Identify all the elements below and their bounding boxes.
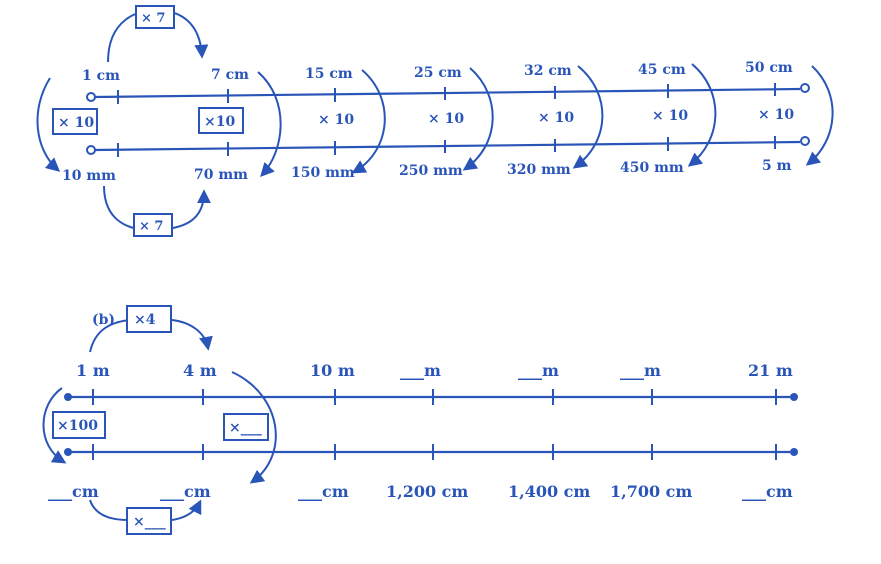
part-b-top-start-dot — [64, 393, 72, 401]
part-b-top-label: ___m — [518, 361, 559, 380]
part-b-bottom-label: ___cm — [48, 482, 99, 501]
part-a-multiplier-box: ×10 — [198, 107, 244, 134]
part-a-bottom-label: 5 m — [762, 158, 792, 174]
part-a-bottom-multiplier-label: × 7 — [139, 219, 163, 234]
part-b-bottom-label: ___cm — [742, 482, 793, 501]
part-a-multiplier-label: ×10 — [204, 114, 235, 130]
part-a: 1 cm 7 cm 15 cm 25 cm 32 cm 45 cm 50 cm … — [36, 5, 834, 237]
part-a-multiplier-label: × 10 — [318, 112, 354, 128]
part-b-bottom-label: ___cm — [160, 482, 211, 501]
part-b-top-multiplier-box: ×4 — [126, 305, 172, 333]
part-a-top-start-dot — [86, 92, 96, 102]
part-b-bottom-end-dot — [790, 448, 798, 456]
part-a-conversion-arc — [572, 65, 604, 169]
part-a-bottom-start-dot — [86, 145, 96, 155]
part-b-bottom-label: 1,400 cm — [508, 482, 590, 501]
part-a-conversion-arc — [805, 65, 834, 166]
part-b-second-multiplier-box: ×___ — [223, 413, 269, 441]
part-a-top-label: 50 cm — [745, 60, 793, 76]
part-b-label: (b) — [92, 312, 115, 328]
part-b: (b) 1 m 4 m 10 m ___m __ — [42, 305, 798, 535]
part-a-bottom-label: 450 mm — [620, 160, 684, 176]
part-a-multiplier-label: × 10 — [652, 108, 688, 124]
part-a-ticks — [117, 83, 776, 157]
part-b-top-arc — [89, 319, 208, 352]
part-b-top-multiplier-label: ×4 — [134, 312, 156, 328]
part-b-second-multiplier-label: ×___ — [229, 420, 262, 436]
part-b-ticks — [92, 389, 777, 460]
part-a-conversion-arc — [351, 69, 386, 174]
part-b-top-label: 21 m — [748, 361, 793, 380]
part-a-bottom-label: 250 mm — [399, 163, 463, 179]
part-b-top-label: 4 m — [183, 361, 217, 380]
part-a-top-multiplier-label: × 7 — [141, 11, 165, 26]
part-b-bottom-multiplier-box: ×___ — [126, 507, 172, 535]
part-a-top-label: 45 cm — [638, 62, 686, 78]
part-b-top-label: 10 m — [310, 361, 355, 380]
part-a-bottom-label: 320 mm — [507, 162, 571, 178]
part-b-top-label: ___m — [620, 361, 661, 380]
part-a-multiplier-label: × 10 — [758, 107, 794, 123]
part-a-conversion-arc — [257, 71, 282, 178]
part-a-multiplier-label: × 10 — [538, 110, 574, 126]
part-a-bottom-multiplier-box: × 7 — [133, 213, 173, 237]
part-b-bottom-multiplier-label: ×___ — [133, 514, 166, 530]
part-a-top-line — [94, 87, 801, 99]
part-b-left-multiplier-label: ×100 — [57, 418, 98, 434]
part-b-bottom-label: 1,200 cm — [386, 482, 468, 501]
part-a-bottom-label: 70 mm — [194, 167, 248, 183]
part-b-bottom-start-dot — [64, 448, 72, 456]
part-a-top-label: 1 cm — [82, 68, 120, 84]
part-a-top-label: 15 cm — [305, 66, 353, 82]
part-b-top-label: ___m — [400, 361, 441, 380]
part-a-conversion-arc — [687, 63, 717, 167]
part-b-second-arc — [231, 371, 277, 484]
part-a-multiplier-label: × 10 — [58, 115, 94, 131]
part-a-bottom-end-dot — [800, 136, 810, 146]
part-a-top-end-dot — [800, 83, 810, 93]
part-a-top-label: 32 cm — [524, 63, 572, 79]
part-a-bottom-line — [94, 140, 801, 152]
part-a-top-label: 7 cm — [211, 67, 249, 83]
part-a-conversion-arc — [462, 67, 494, 171]
part-a-conversion-arc — [36, 77, 61, 172]
part-b-left-arc — [42, 387, 67, 464]
part-a-multiplier-box: × 10 — [52, 108, 98, 135]
part-a-top-label: 25 cm — [414, 65, 462, 81]
part-a-top-multiplier-box: × 7 — [135, 5, 175, 29]
part-b-top-label: 1 m — [76, 361, 110, 380]
part-b-top-end-dot — [790, 393, 798, 401]
part-a-bottom-label: 10 mm — [62, 168, 116, 184]
part-b-bottom-label: ___cm — [298, 482, 349, 501]
part-b-left-multiplier-box: ×100 — [52, 411, 106, 439]
part-a-bottom-label: 150 mm — [291, 165, 355, 181]
part-b-bottom-label: 1,700 cm — [610, 482, 692, 501]
part-b-bottom-arc — [89, 500, 200, 521]
part-a-multiplier-label: × 10 — [428, 111, 464, 127]
